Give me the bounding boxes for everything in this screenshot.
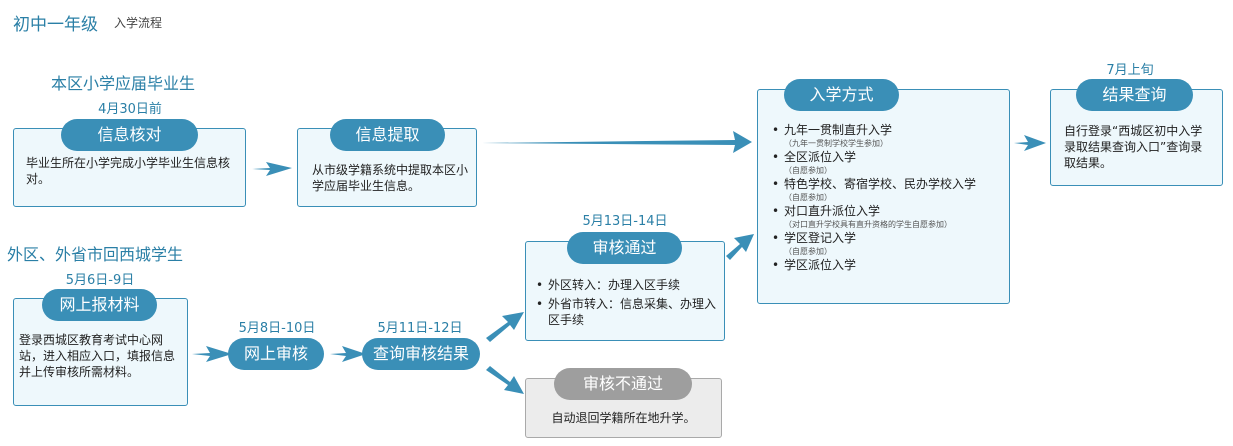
enrollment-item-label: 九年一贯制直升入学 [784, 123, 893, 137]
arrow-enrollment-to-result [1014, 135, 1046, 151]
pill-rejected: 审核不通过 [554, 368, 692, 400]
enrollment-item-label: 特色学校、寄宿学校、民办学校入学 [784, 177, 977, 191]
enrollment-item-note: （自愿参加） [784, 193, 832, 202]
arrow-ext-1 [192, 346, 232, 362]
pill-info-check: 信息核对 [61, 119, 198, 151]
enrollment-item: 九年一贯制直升入学 （九年一贯制学校学生参加） [772, 122, 1008, 149]
pill-online-review: 网上审核 [228, 338, 324, 370]
arrow-ext-2 [330, 346, 366, 362]
arrow-approved-to-enrollment [726, 234, 754, 260]
enrollment-item: 特色学校、寄宿学校、民办学校入学 （自愿参加） [772, 176, 1008, 203]
enrollment-item: 学区登记入学 （自愿参加） [772, 230, 1008, 257]
group-label-local: 本区小学应届毕业生 [51, 74, 196, 93]
enrollment-item-note: （自愿参加） [784, 247, 832, 256]
enrollment-item: 学区派位入学 [772, 257, 1008, 273]
box-enrollment: 九年一贯制直升入学 （九年一贯制学校学生参加） 全区派位入学 （自愿参加） 特色学校… [757, 89, 1010, 304]
date-external-2: 5月8日-10日 [238, 321, 316, 336]
enrollment-item: 全区派位入学 （自愿参加） [772, 149, 1008, 176]
arrow-local-1 [252, 162, 292, 176]
result-text: 自行登录“西城区初中入学录取结果查询入口”查询录取结果。 [1064, 124, 1203, 170]
date-external-1: 5月6日-9日 [65, 273, 135, 288]
approved-item: 外区转入：办理入区手续 [536, 277, 716, 293]
enrollment-item-label: 对口直升派位入学 [784, 204, 881, 218]
enrollment-item-note: （九年一贯制学校学生参加） [784, 139, 888, 148]
pill-info-extract: 信息提取 [330, 119, 445, 151]
pill-result: 结果查询 [1076, 79, 1193, 111]
group-label-external: 外区、外省市回西城学生 [7, 245, 184, 264]
pill-submit-materials: 网上报材料 [42, 289, 157, 321]
info-extract-text: 从市级学籍系统中提取本区小学应届毕业生信息。 [312, 163, 469, 193]
date-approved: 5月13日-14日 [582, 214, 668, 229]
enrollment-item-note: （自愿参加） [784, 166, 832, 175]
enrollment-item: 对口直升派位入学 （对口直升学校具有直升资格的学生自愿参加） [772, 203, 1008, 230]
date-external-3: 5月11日-12日 [377, 321, 463, 336]
arrow-local-to-enrollment [482, 131, 752, 153]
pill-enrollment: 入学方式 [784, 79, 899, 111]
approved-item: 外省市转入：信息采集、办理入区手续 [536, 296, 716, 328]
page-subtitle: 入学流程 [114, 16, 163, 30]
info-check-text: 毕业生所在小学完成小学毕业生信息核对。 [26, 156, 231, 186]
enrollment-item-label: 学区登记入学 [784, 231, 857, 245]
enrollment-list: 九年一贯制直升入学 （九年一贯制学校学生参加） 全区派位入学 （自愿参加） 特色学校… [772, 122, 1008, 273]
approved-list: 外区转入：办理入区手续 外省市转入：信息采集、办理入区手续 [536, 277, 716, 328]
date-result: 7月上旬 [1106, 63, 1154, 78]
arrow-to-rejected [486, 366, 524, 394]
enrollment-item-note: （对口直升学校具有直升资格的学生自愿参加） [784, 220, 952, 229]
rejected-text: 自动退回学籍所在地升学。 [551, 411, 696, 425]
pill-approved: 审核通过 [567, 232, 682, 264]
submit-materials-text: 登录西城区教育考试中心网站，进入相应入口，填报信息并上传审核所需材料。 [19, 333, 176, 379]
page-title: 初中一年级 [13, 15, 98, 35]
arrow-to-approved [486, 312, 524, 342]
date-local: 4月30日前 [98, 102, 162, 117]
enrollment-item-label: 全区派位入学 [784, 150, 857, 164]
enrollment-item-label: 学区派位入学 [784, 258, 857, 272]
pill-check-result: 查询审核结果 [362, 338, 480, 370]
